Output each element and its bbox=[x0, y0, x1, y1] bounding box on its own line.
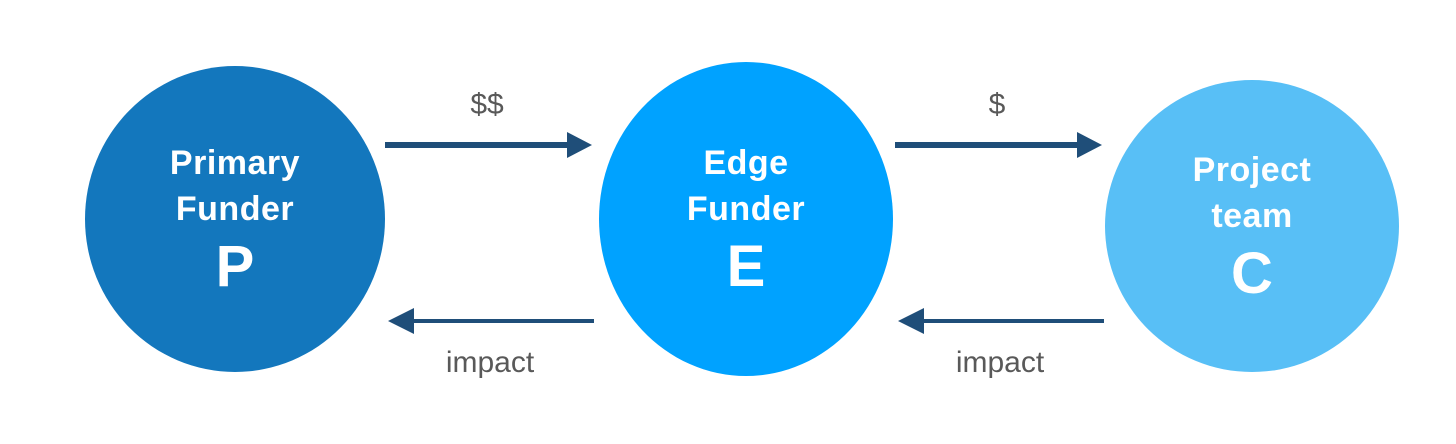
edge-label-impact-e-to-p: impact bbox=[445, 346, 535, 379]
edge-label-impact-c-to-e: impact bbox=[955, 346, 1045, 379]
node-edge-funder-label-line2: Funder bbox=[686, 190, 806, 228]
arrow-left-c-to-e-icon bbox=[898, 308, 1104, 334]
node-project-team: Project team C bbox=[1105, 80, 1399, 372]
node-primary-funder-letter: P bbox=[215, 234, 255, 299]
arrow-right-e-to-c-icon bbox=[895, 132, 1102, 158]
arrow-left-e-to-p-icon bbox=[388, 308, 594, 334]
node-project-team-label-line2: team bbox=[1211, 197, 1293, 235]
edge-label-money-p-to-e: $$ bbox=[470, 88, 504, 121]
node-primary-funder: Primary Funder P bbox=[85, 66, 385, 372]
arrow-right-p-to-e-icon bbox=[385, 132, 592, 158]
edge-label-money-e-to-c: $ bbox=[988, 88, 1006, 121]
node-edge-funder-letter: E bbox=[726, 234, 766, 299]
node-primary-funder-label-line1: Primary bbox=[169, 144, 301, 182]
node-edge-funder-label-line1: Edge bbox=[703, 144, 789, 182]
node-edge-funder: Edge Funder E bbox=[599, 62, 893, 376]
node-project-team-label-line1: Project bbox=[1192, 151, 1312, 189]
node-primary-funder-label-line2: Funder bbox=[175, 190, 295, 228]
node-project-team-letter: C bbox=[1231, 241, 1273, 306]
